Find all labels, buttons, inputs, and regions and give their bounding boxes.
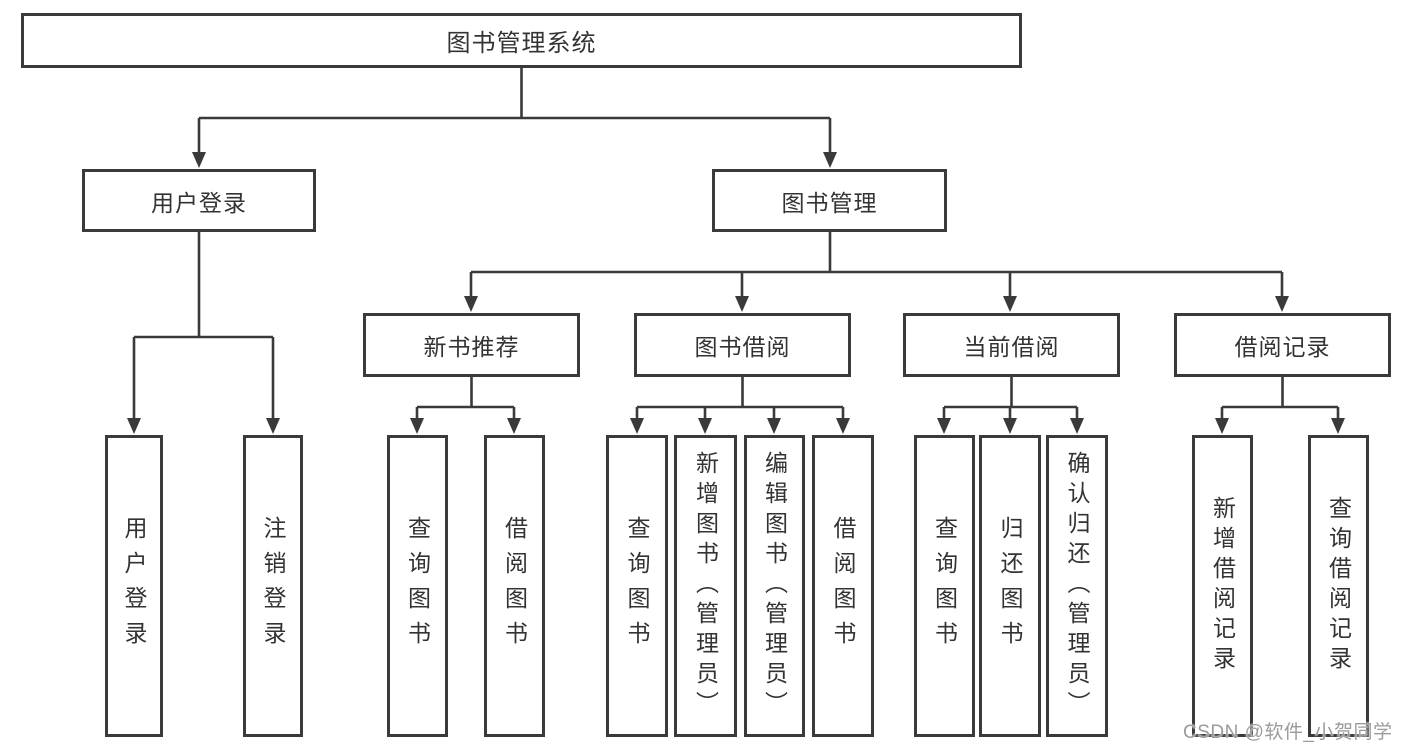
arrow-down-icon bbox=[464, 296, 478, 312]
node-library-management-system: 图书管理系统 bbox=[21, 13, 1022, 68]
leaf-borrow-books-recommend: 借阅图书 bbox=[484, 435, 545, 737]
leaf-logout: 注销登录 bbox=[243, 435, 303, 737]
connector-currentborrow-to-leaves bbox=[942, 377, 1079, 419]
arrow-down-icon bbox=[836, 418, 850, 434]
leaf-query-borrow-record: 查询借阅记录 bbox=[1308, 435, 1369, 737]
leaf-return-books: 归还图书 bbox=[979, 435, 1041, 737]
arrow-down-icon bbox=[127, 418, 141, 434]
connector-newbooks-to-leaves bbox=[415, 377, 516, 419]
arrow-down-icon bbox=[735, 296, 749, 312]
arrow-down-icon bbox=[767, 418, 781, 434]
arrow-down-icon bbox=[937, 418, 951, 434]
arrow-down-icon bbox=[1331, 418, 1345, 434]
connector-bookborrow-to-leaves bbox=[635, 377, 845, 419]
connector-userlogin-to-leaves bbox=[132, 232, 275, 419]
leaf-query-books-current: 查询图书 bbox=[914, 435, 975, 737]
arrow-down-icon bbox=[823, 152, 837, 168]
arrow-down-icon bbox=[1215, 418, 1229, 434]
node-user-login: 用户登录 bbox=[82, 169, 316, 232]
arrow-down-icon bbox=[630, 418, 644, 434]
node-current-borrowing: 当前借阅 bbox=[903, 313, 1120, 377]
connector-bookmgmt-to-level3 bbox=[469, 232, 1284, 297]
arrow-down-icon bbox=[192, 152, 206, 168]
connector-root-to-level2 bbox=[197, 68, 832, 153]
arrow-down-icon bbox=[1003, 418, 1017, 434]
arrow-down-icon bbox=[698, 418, 712, 434]
leaf-query-books-recommend: 查询图书 bbox=[387, 435, 448, 737]
arrow-down-icon bbox=[507, 418, 521, 434]
leaf-query-books-borrow: 查询图书 bbox=[606, 435, 668, 737]
leaf-confirm-return-admin: 确认归还（管理员） bbox=[1046, 435, 1108, 737]
arrow-down-icon bbox=[1003, 296, 1017, 312]
node-book-management: 图书管理 bbox=[712, 169, 947, 232]
arrow-down-icon bbox=[266, 418, 280, 434]
arrow-down-icon bbox=[1070, 418, 1084, 434]
node-book-borrowing: 图书借阅 bbox=[634, 313, 851, 377]
leaf-add-books-admin: 新增图书（管理员） bbox=[674, 435, 737, 737]
arrow-down-icon bbox=[1275, 296, 1289, 312]
leaf-borrow-books: 借阅图书 bbox=[812, 435, 874, 737]
csdn-watermark: CSDN @软件_小贺同学 bbox=[1183, 722, 1393, 743]
node-borrowing-records: 借阅记录 bbox=[1174, 313, 1391, 377]
connector-records-to-leaves bbox=[1220, 377, 1340, 419]
arrow-down-icon bbox=[410, 418, 424, 434]
leaf-user-login: 用户登录 bbox=[105, 435, 163, 737]
node-new-book-recommendation: 新书推荐 bbox=[363, 313, 580, 377]
leaf-edit-books-admin: 编辑图书（管理员） bbox=[744, 435, 805, 737]
leaf-add-borrow-record: 新增借阅记录 bbox=[1192, 435, 1253, 737]
